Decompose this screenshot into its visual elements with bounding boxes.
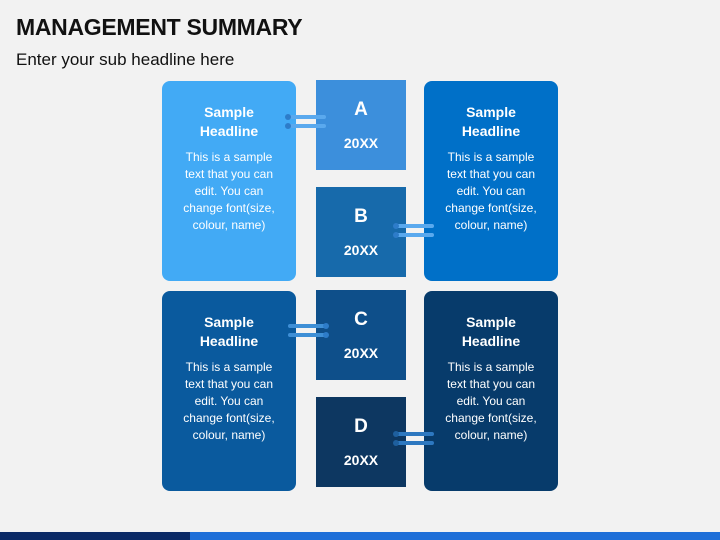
tile-c: C 20XX (316, 290, 406, 380)
footer-bar-blue (190, 532, 720, 540)
tile-year: 20XX (343, 242, 379, 258)
page-title: MANAGEMENT SUMMARY (16, 14, 303, 40)
tile-letter: D (354, 416, 368, 437)
tile-letter: B (354, 206, 368, 227)
connector-b-right (392, 222, 438, 240)
card-headline: Sample Headline (199, 104, 259, 139)
tile-letter: A (354, 99, 368, 120)
connector-d-right (392, 430, 438, 448)
footer-accent-bar (0, 532, 720, 540)
tile-year: 20XX (343, 135, 379, 151)
tile-d: D 20XX (316, 397, 406, 487)
tile-a: A 20XX (316, 80, 406, 170)
card-body-text: This is a sample text that you can edit.… (183, 150, 275, 232)
card-top-right: Sample Headline This is a sample text th… (424, 81, 558, 281)
card-body-text: This is a sample text that you can edit.… (183, 360, 275, 442)
tile-b: B 20XX (316, 187, 406, 277)
card-bottom-left: Sample Headline This is a sample text th… (162, 291, 296, 491)
tile-year: 20XX (343, 452, 379, 468)
card-headline: Sample Headline (461, 104, 521, 139)
card-body-text: This is a sample text that you can edit.… (445, 360, 537, 442)
card-headline: Sample Headline (461, 314, 521, 349)
tile-year: 20XX (343, 345, 379, 361)
card-top-left: Sample Headline This is a sample text th… (162, 81, 296, 281)
card-body-text: This is a sample text that you can edit.… (445, 150, 537, 232)
tile-letter: C (354, 309, 368, 330)
connector-a-left (284, 113, 330, 131)
footer-bar-dark (0, 532, 190, 540)
connector-c-left (284, 322, 330, 340)
card-bottom-right: Sample Headline This is a sample text th… (424, 291, 558, 491)
page-subtitle: Enter your sub headline here (16, 50, 235, 69)
card-headline: Sample Headline (199, 314, 259, 349)
